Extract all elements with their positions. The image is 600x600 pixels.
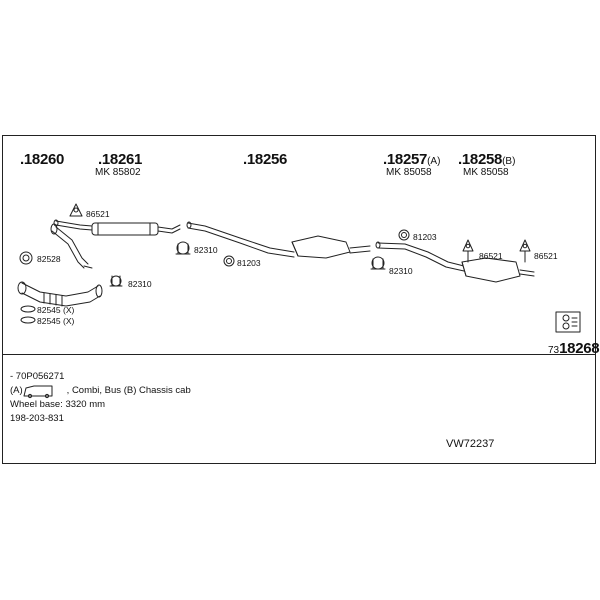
mk-number-18258: MK 85058 (463, 167, 509, 178)
front-pipe-18260 (50, 223, 93, 269)
info-wheelbase: Wheel base: 3320 mm (10, 399, 106, 410)
middle-silencer-18256 (186, 221, 371, 259)
part-variant-a: (A) (427, 156, 441, 167)
gasket-82528 (19, 251, 33, 265)
label-82528: 82528 (37, 254, 61, 264)
info-variant-a: (A) (10, 385, 23, 396)
hanger-86521-front (69, 203, 83, 217)
label-81203-mid: 81203 (237, 258, 261, 268)
hanger-86521-rear1 (462, 239, 474, 263)
label-82545-a: 82545 (X) (37, 305, 75, 315)
kit-number: 7318268 (548, 340, 600, 358)
part-number-18260: .18260 (20, 151, 65, 168)
info-variant-rest: , Combi, Bus (B) Chassis cab (66, 385, 191, 396)
label-82310-right: 82310 (389, 266, 413, 276)
flex-pipe (17, 281, 103, 307)
label-82310-mid: 82310 (194, 245, 218, 255)
clamp-82310-front (109, 275, 123, 287)
part-number-18261: .18261 (98, 151, 143, 168)
part-number-18257: .18257 (383, 151, 428, 168)
ring-81203-mid (223, 255, 235, 267)
label-82310-front: 82310 (128, 279, 152, 289)
mk-number-18261: MK 85802 (95, 167, 141, 178)
label-81203-right: 81203 (413, 232, 437, 242)
label-86521-front: 86521 (86, 209, 110, 219)
part-variant-b: (B) (502, 156, 516, 167)
rear-silencer-18258 (461, 257, 535, 283)
kit-prefix: 73 (548, 345, 560, 356)
clamp-82545-b (20, 316, 36, 324)
clamp-82310-mid (175, 241, 191, 255)
label-82545-b: 82545 (X) (37, 316, 75, 326)
ring-81203-right (398, 229, 410, 241)
diagram-frame (2, 135, 596, 464)
van-icon (23, 385, 53, 399)
part-number-18258-group: .18258(B) (458, 151, 515, 169)
kit-main-number: 18268 (559, 340, 600, 357)
clamp-82545-a (20, 305, 36, 313)
info-range: 198-203-831 (10, 413, 64, 424)
part-number-18258: .18258 (458, 151, 503, 168)
label-86521-rear1: 86521 (479, 251, 503, 261)
info-divider (2, 354, 596, 355)
rear-pipe-18257 (375, 241, 465, 272)
info-code: - 70P056271 (10, 371, 65, 382)
clamp-82310-right (370, 256, 386, 270)
info-variant-line: (A) , Combi, Bus (B) Chassis cab (10, 384, 191, 398)
reference-code: VW72237 (446, 438, 495, 450)
label-86521-rear2: 86521 (534, 251, 558, 261)
part-number-18256: .18256 (243, 151, 288, 168)
kit-icon (555, 311, 581, 333)
front-silencer-18261 (53, 219, 181, 236)
hanger-86521-rear2 (519, 239, 531, 263)
mk-number-18257: MK 85058 (386, 167, 432, 178)
part-number-18257-group: .18257(A) (383, 151, 440, 169)
